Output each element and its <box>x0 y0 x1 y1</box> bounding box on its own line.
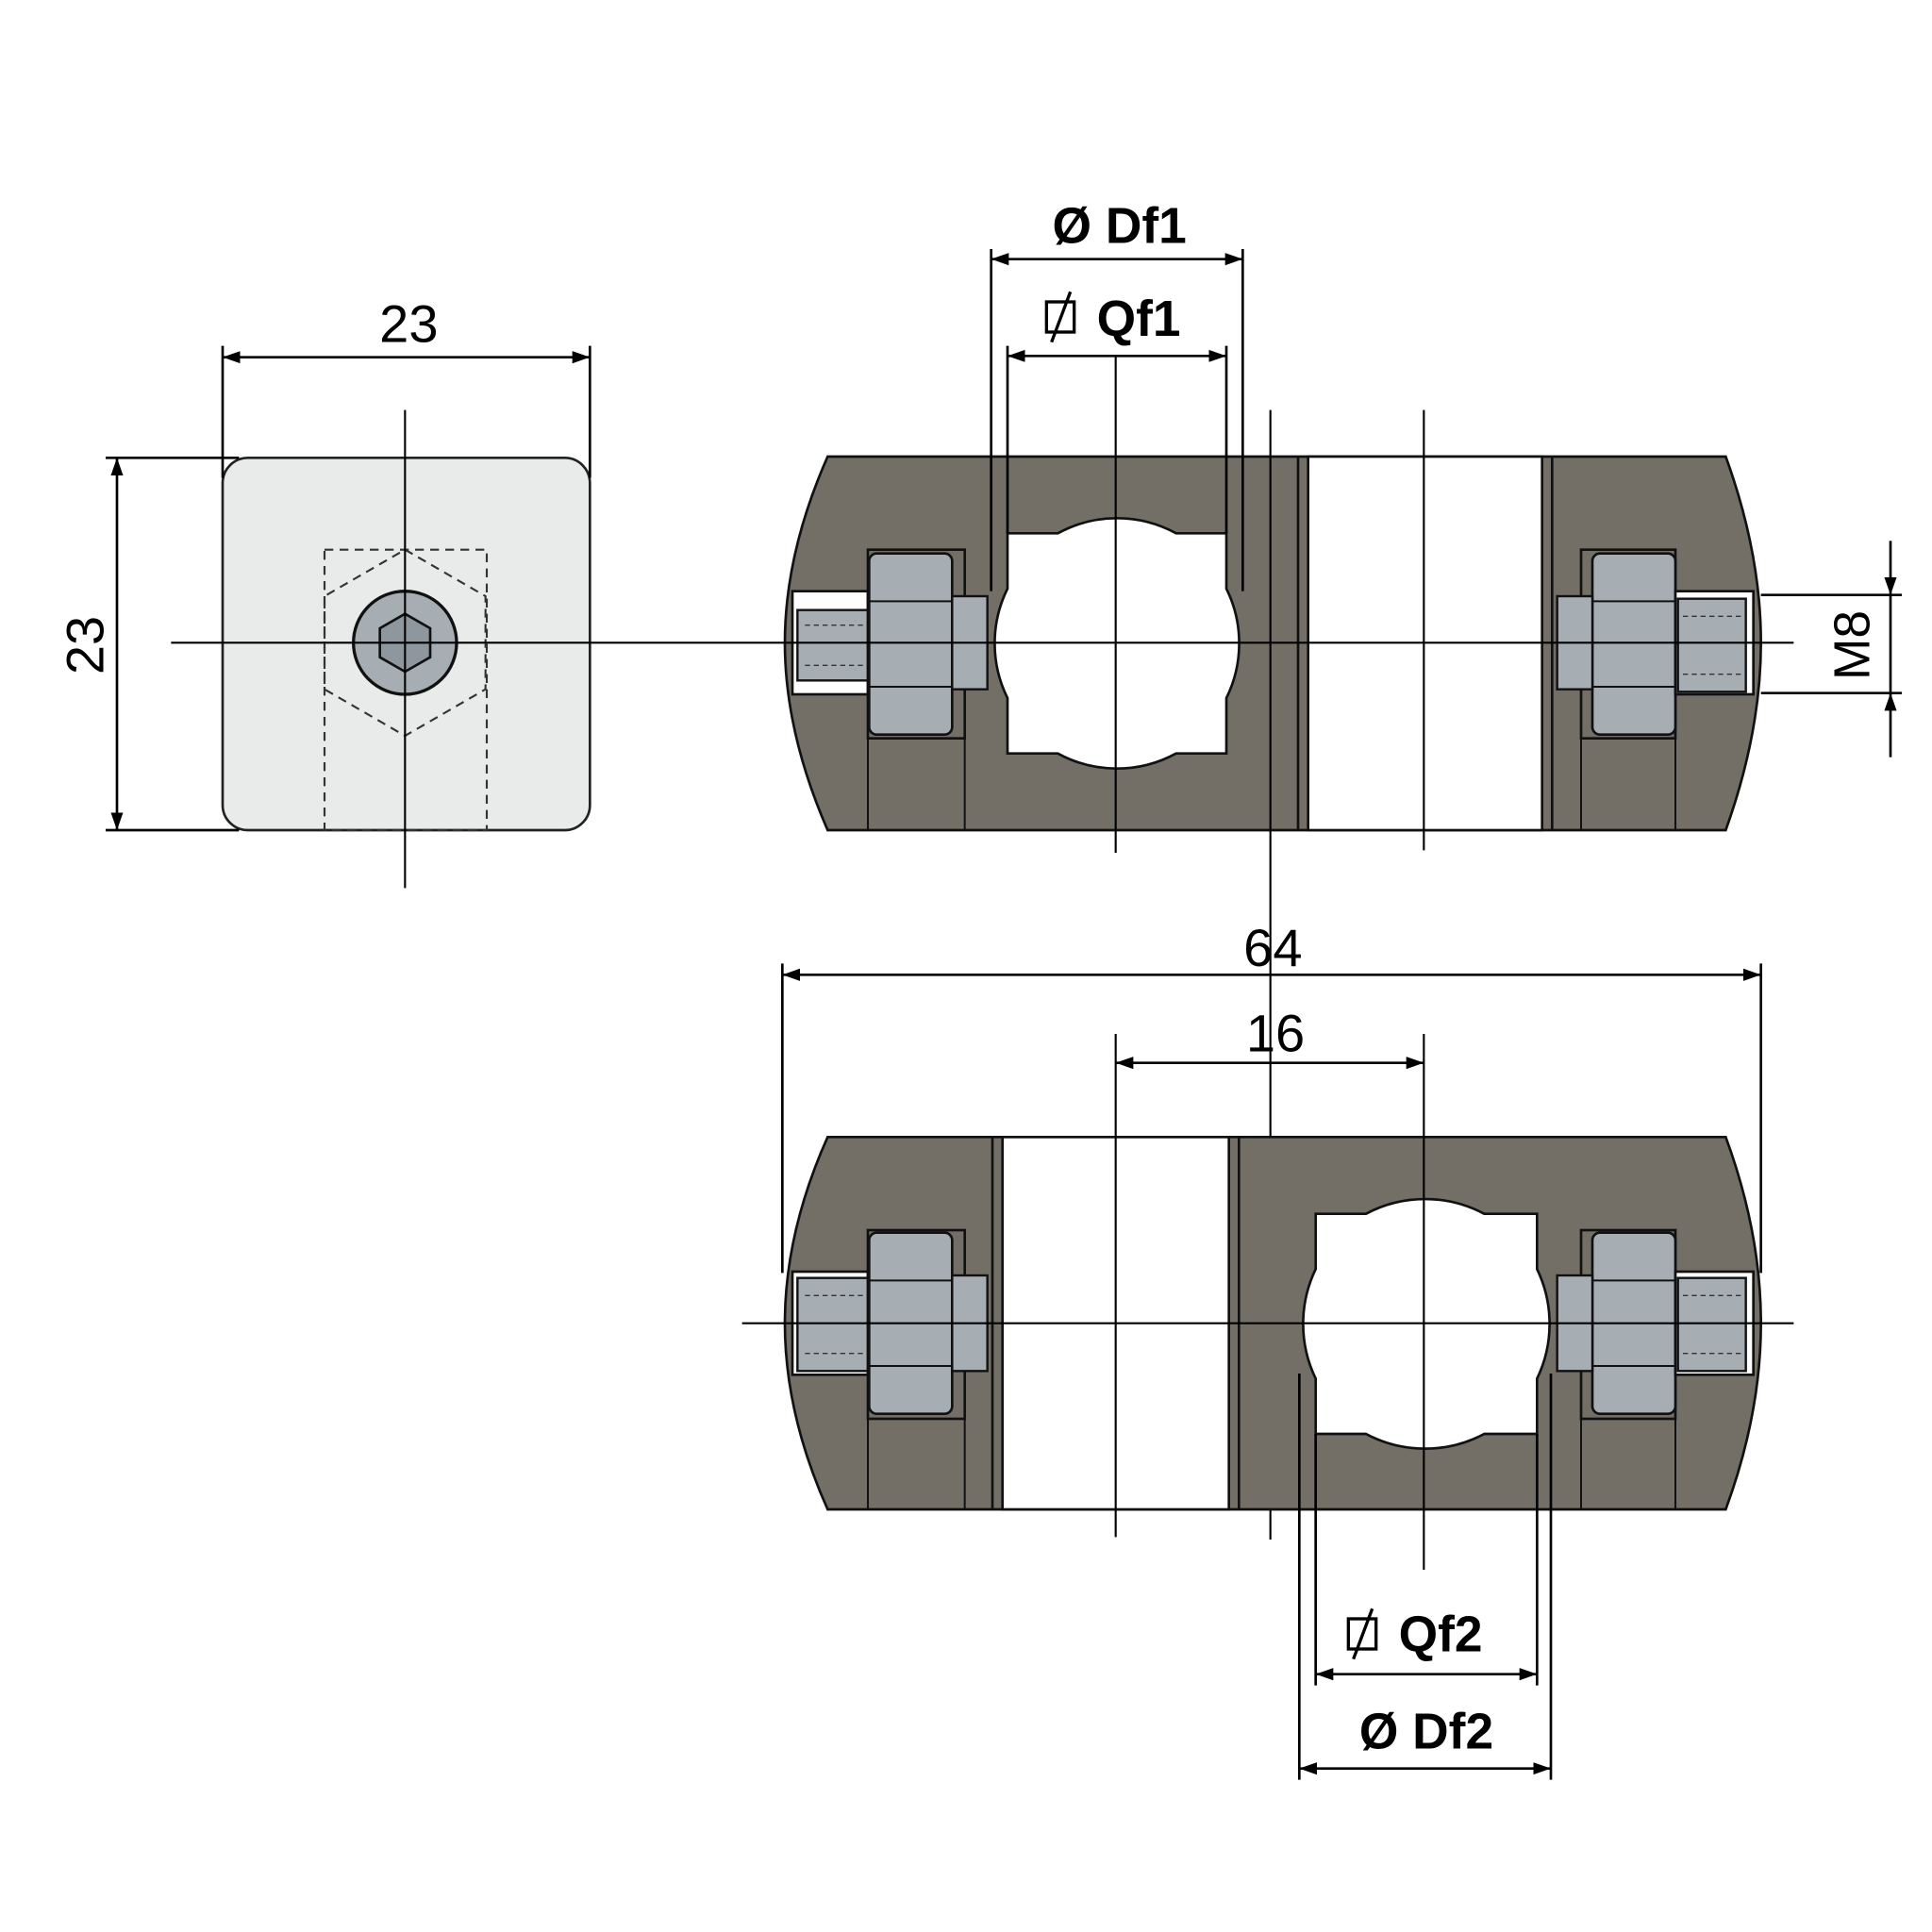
dimension-lines <box>106 249 1902 1780</box>
hex-nut <box>867 552 954 736</box>
square-diameter-icon <box>1346 1607 1378 1660</box>
top-view <box>171 356 1794 1540</box>
label-qf2: Qf2 <box>1399 1607 1483 1663</box>
end-view <box>221 409 591 889</box>
label-end-width: 23 <box>379 294 438 354</box>
square-diameter-icon <box>1044 291 1076 343</box>
bottom-view <box>741 1034 1794 1570</box>
label-center-distance: 16 <box>1246 1004 1305 1063</box>
label-thread: M8 <box>1824 610 1880 680</box>
label-df1: Ø Df1 <box>1053 198 1187 254</box>
threaded-rod <box>796 1276 870 1373</box>
threaded-rod <box>1676 1276 1747 1373</box>
label-end-height: 23 <box>55 616 114 675</box>
threaded-rod <box>1676 597 1747 693</box>
label-df2: Ø Df2 <box>1359 1704 1493 1759</box>
hex-nut <box>1591 552 1677 736</box>
threaded-rod <box>796 608 870 682</box>
label-overall-length: 64 <box>1243 918 1302 977</box>
label-qf1: Qf1 <box>1097 291 1181 347</box>
